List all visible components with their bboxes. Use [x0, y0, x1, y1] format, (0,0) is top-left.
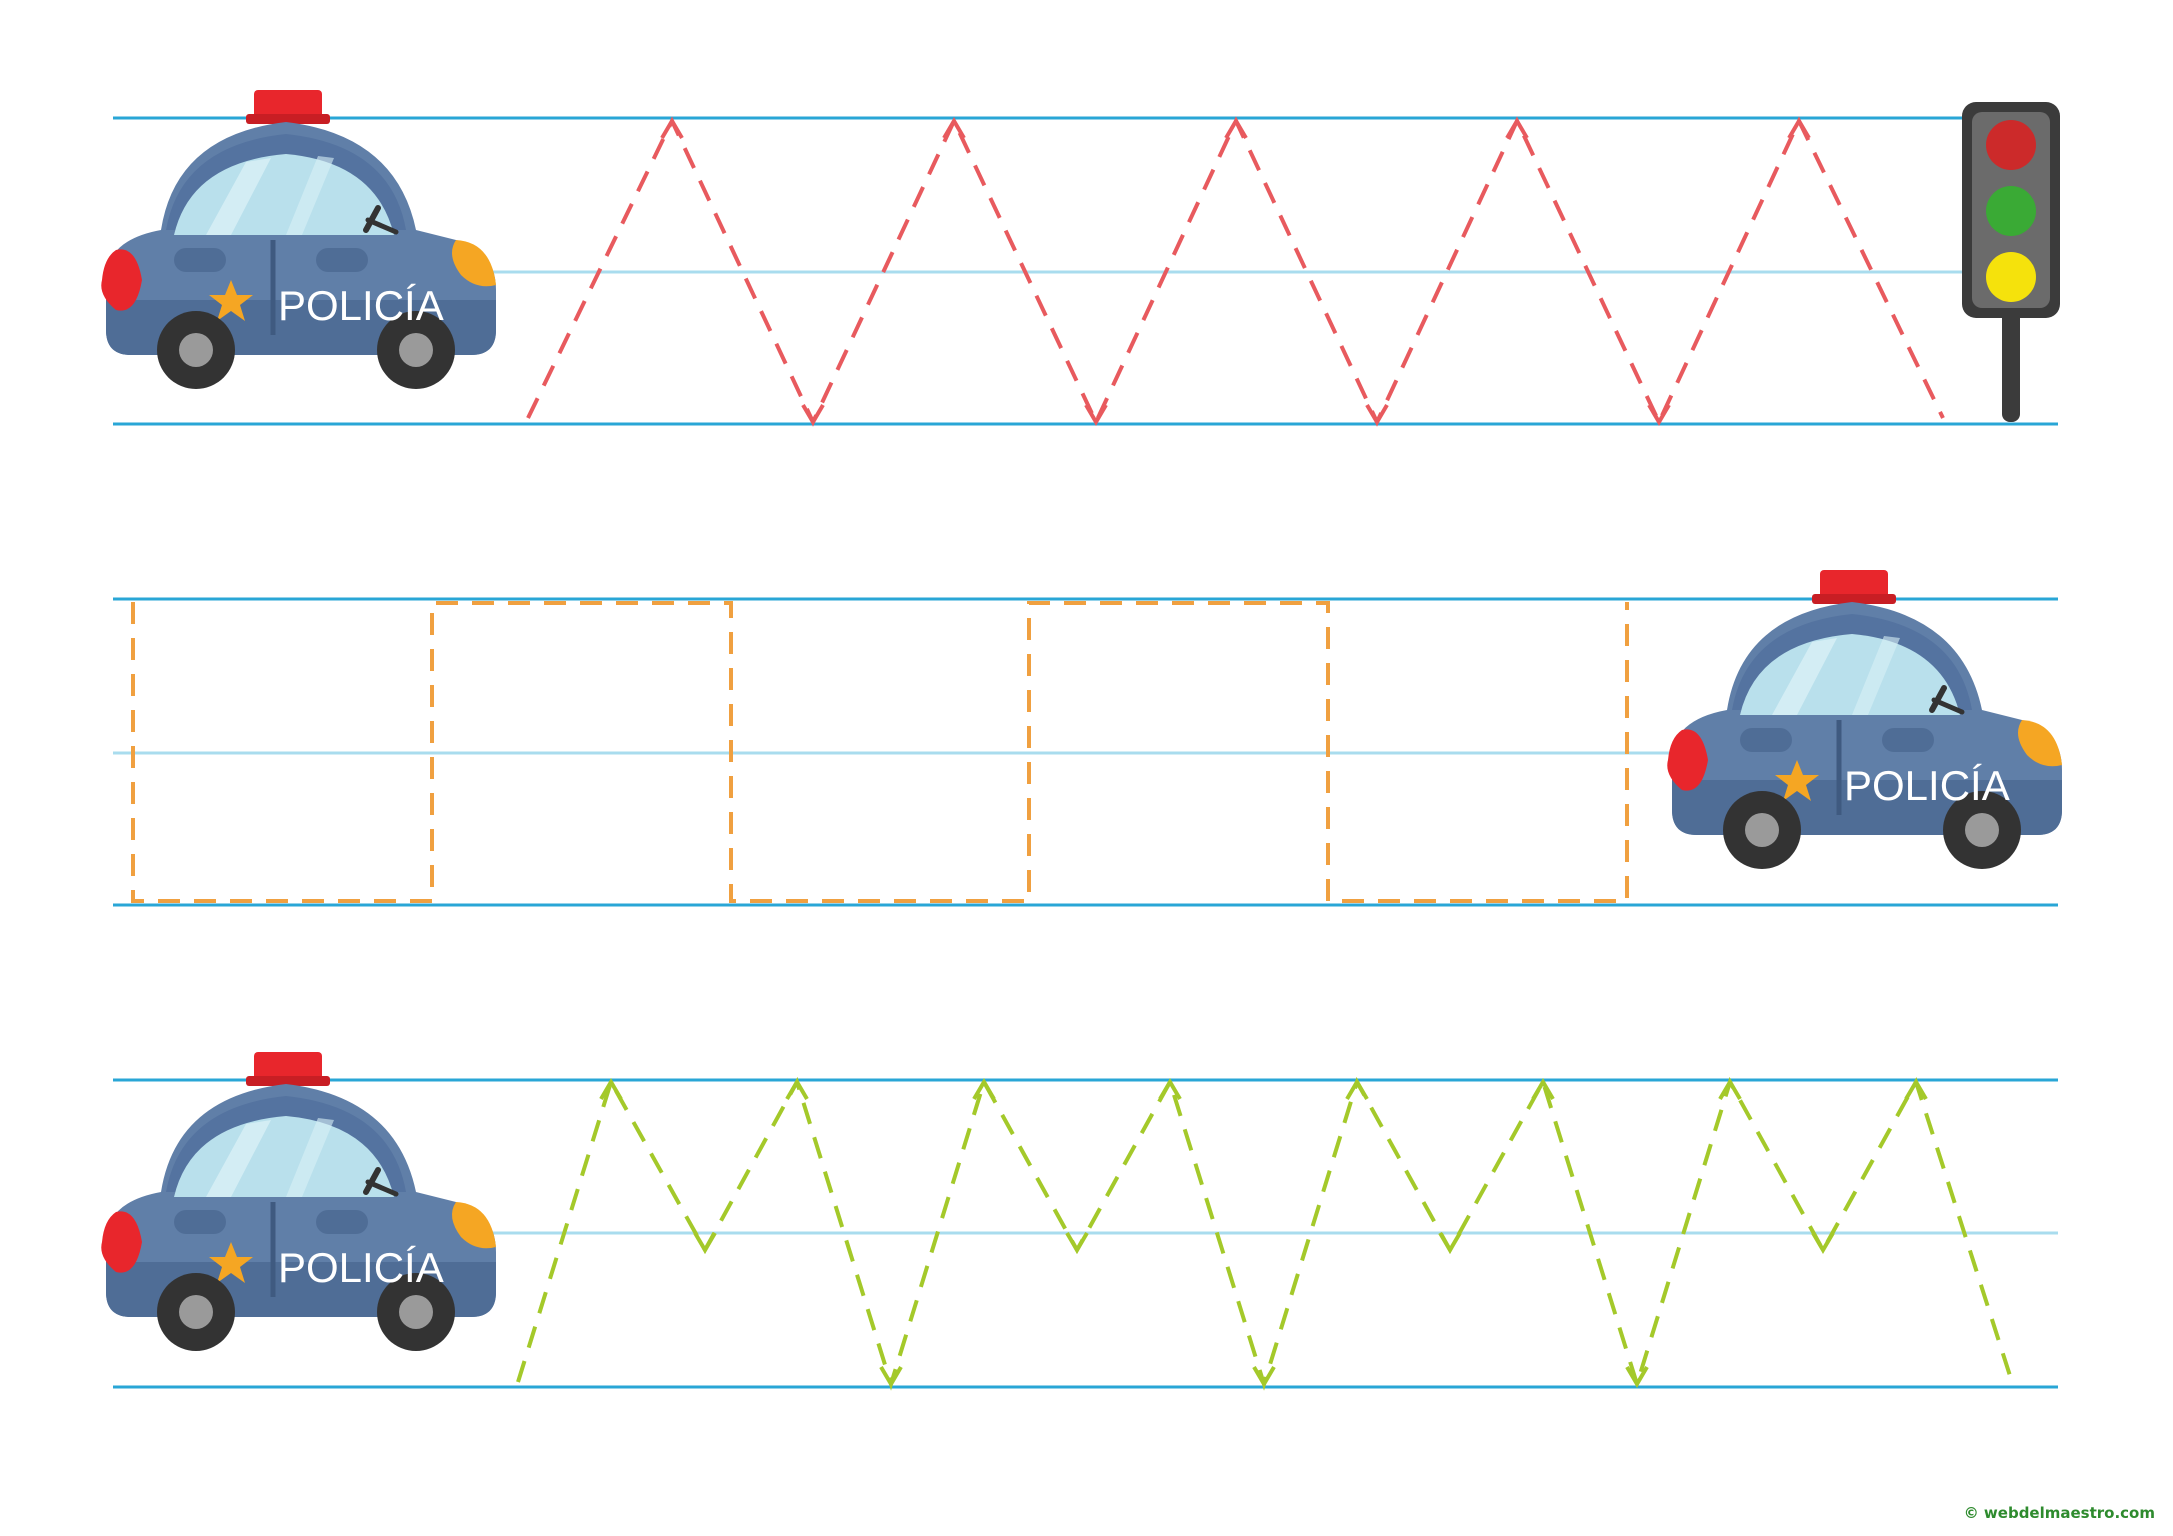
car-label: POLICÍA: [278, 282, 444, 329]
row-3: POLICÍA: [101, 1052, 2058, 1391]
row-1: POLICÍA: [101, 90, 2060, 427]
police-car-2: POLICÍA: [1667, 570, 2062, 869]
traffic-light: [1962, 102, 2060, 422]
row-2: POLICÍA: [113, 570, 2062, 907]
copyright-text: © webdelmaestro.com: [1963, 1504, 2155, 1522]
yellow-light-icon: [1986, 252, 2036, 302]
car-label: POLICÍA: [1844, 762, 2010, 809]
red-light-icon: [1986, 120, 2036, 170]
orange-square-wave-trace: [131, 601, 1629, 903]
green-light-icon: [1986, 186, 2036, 236]
green-arrow-marks: [599, 1078, 1928, 1388]
police-car-3: POLICÍA: [101, 1052, 496, 1351]
traffic-light-pole: [2002, 306, 2020, 422]
red-arrow-marks: [660, 117, 1811, 426]
police-car-1: POLICÍA: [101, 90, 496, 389]
car-label: POLICÍA: [278, 1244, 444, 1291]
